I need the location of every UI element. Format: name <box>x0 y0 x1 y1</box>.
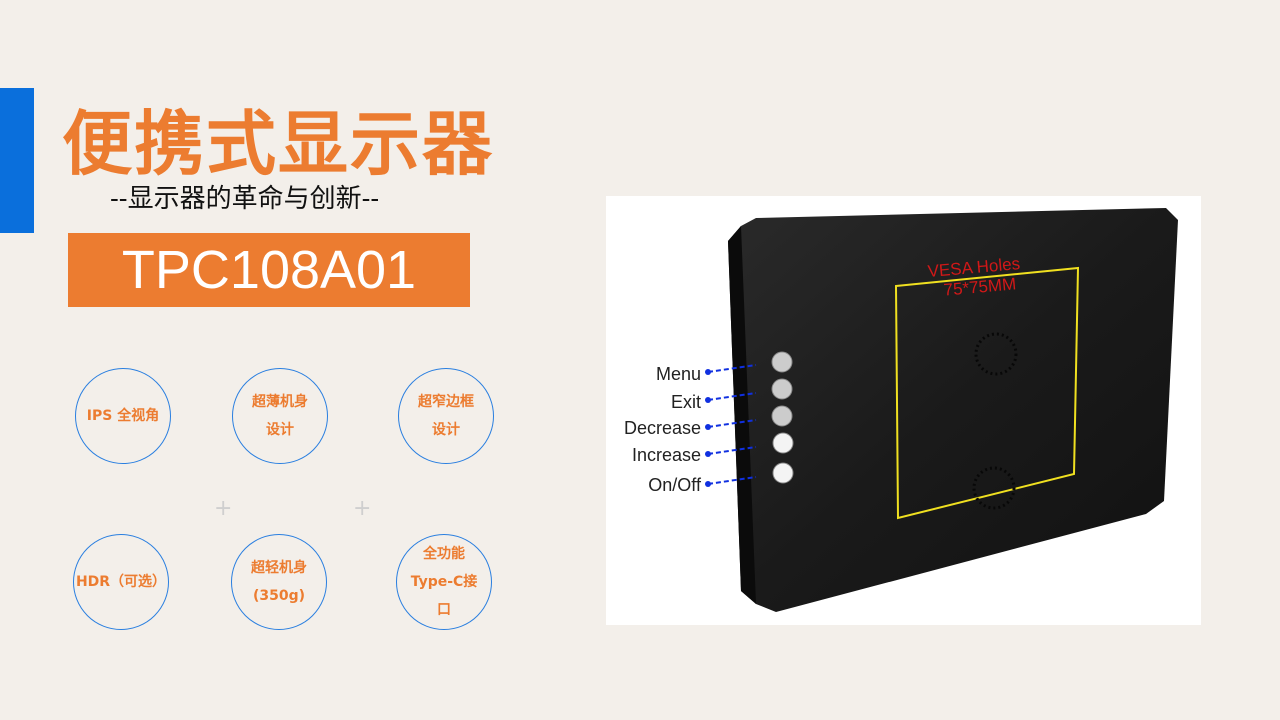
product-image: VESA Holes 75*75MM Menu Exit Decrease In… <box>606 196 1201 625</box>
speaker-grille <box>974 332 1018 376</box>
plus-decoration: + <box>353 496 372 521</box>
feature-text: 设计 <box>266 422 294 438</box>
feature-text: HDR（可选） <box>75 574 167 590</box>
feature-text: 全功能 <box>423 546 465 562</box>
label-exit: Exit <box>671 392 701 412</box>
device-body <box>728 208 1178 612</box>
label-onoff: On/Off <box>648 475 702 495</box>
feature-bezel: 超窄边框设计 <box>398 368 494 464</box>
page-title: 便携式显示器 <box>62 102 494 185</box>
model-badge: TPC108A01 <box>68 233 470 307</box>
label-menu: Menu <box>656 364 701 384</box>
feature-hdr: HDR（可选） <box>73 534 169 630</box>
label-decrease: Decrease <box>624 418 701 438</box>
vesa-frame <box>894 266 1080 520</box>
button-callouts: Menu Exit Decrease Increase On/Off <box>624 351 794 495</box>
feature-text: 超窄边框 <box>418 394 474 410</box>
feature-text: (350g) <box>252 588 306 604</box>
feature-text: 口 <box>437 602 451 618</box>
plus-decoration: + <box>214 496 233 521</box>
accent-bar <box>0 88 34 233</box>
feature-text: IPS 全视角 <box>86 408 160 424</box>
feature-thin: 超薄机身设计 <box>232 368 328 464</box>
feature-text: 超轻机身 <box>251 560 307 576</box>
page-subtitle: --显示器的革命与创新-- <box>110 184 380 214</box>
feature-text: 超薄机身 <box>252 394 308 410</box>
device-edge <box>728 226 756 604</box>
feature-ips: IPS 全视角 <box>75 368 171 464</box>
feature-text: Type-C接 <box>410 574 478 590</box>
feature-text: 设计 <box>432 422 460 438</box>
speaker-grille <box>972 466 1016 510</box>
feature-typec: 全功能 Type-C接口 <box>396 534 492 630</box>
feature-light: 超轻机身 (350g) <box>231 534 327 630</box>
label-increase: Increase <box>632 445 701 465</box>
